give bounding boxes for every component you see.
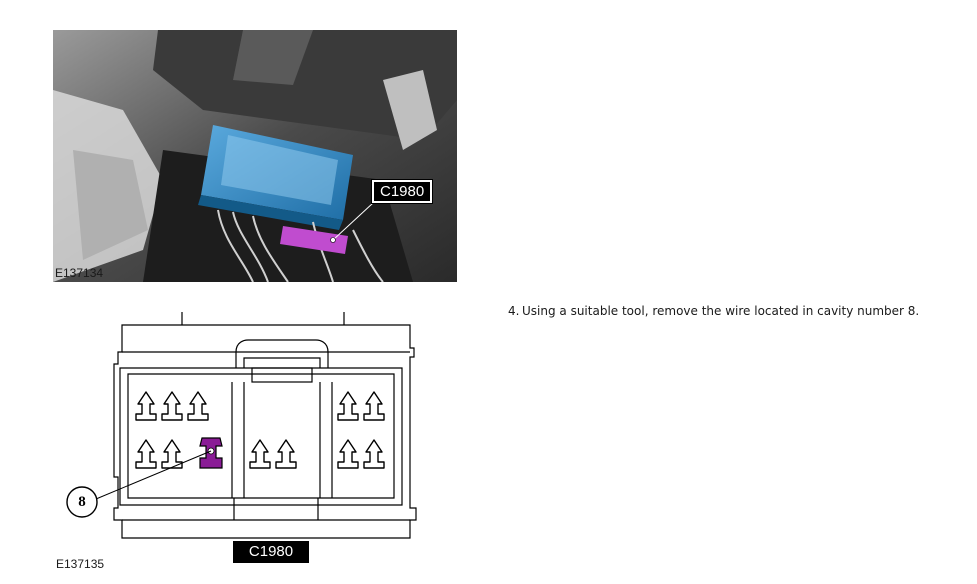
module-location-photo [53,30,457,282]
photo-connector-label: C1980 [370,179,434,204]
cavity-number-callout: 8 [78,494,86,510]
connector-face-diagram [58,312,430,568]
photo-figure-caption: E137134 [55,266,104,280]
instruction-step: 4. Using a suitable tool, remove the wir… [508,304,928,319]
step-number: 4. [508,304,520,318]
connector-id-label: C1980 [233,541,309,563]
connector-figure-caption: E137135 [56,557,105,571]
step-text: Using a suitable tool, remove the wire l… [522,304,920,318]
